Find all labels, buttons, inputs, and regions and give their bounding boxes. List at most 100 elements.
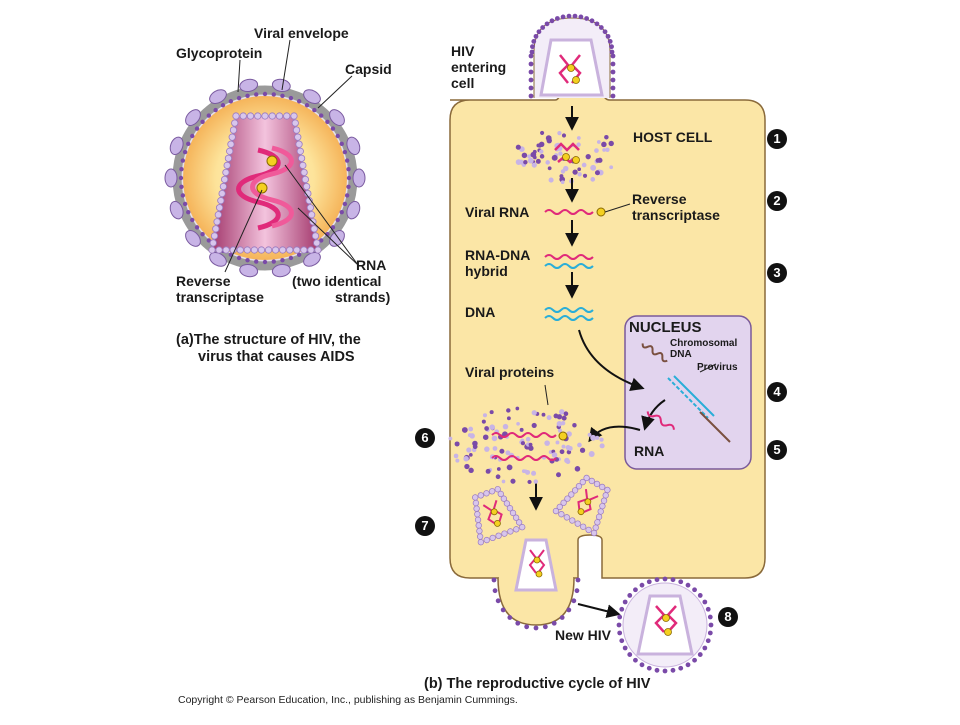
nucleus-label: NUCLEUS [629, 319, 702, 336]
particle [461, 427, 468, 433]
particle [535, 158, 541, 164]
glycoprotein-knob [185, 109, 201, 126]
glycoprotein-knob [346, 136, 361, 156]
hiv-entering-label-1: HIV [451, 43, 475, 59]
glycoprotein-knob [169, 136, 184, 156]
particle [515, 144, 521, 150]
particle [563, 411, 569, 416]
membrane-protein [662, 576, 668, 582]
envelope-protein [319, 238, 324, 243]
dna-strand-2 [544, 315, 594, 321]
glycoprotein-knob [164, 168, 178, 188]
panel-a-leader-lines [224, 39, 359, 273]
envelope-protein [220, 103, 226, 108]
envelope-protein [236, 95, 242, 101]
membrane-protein [605, 33, 611, 39]
particle [572, 169, 578, 175]
capsid-protein [313, 239, 321, 247]
membrane-protein [616, 622, 622, 628]
capsid-protein [231, 119, 239, 127]
membrane-protein [536, 29, 542, 35]
capsid-protein [223, 161, 231, 169]
membrane-protein [702, 645, 708, 651]
particle [596, 140, 601, 144]
capsid-protein [264, 246, 273, 254]
hiv-entering-label-3: cell [451, 75, 475, 91]
membrane-protein [692, 657, 697, 663]
glycoprotein-label: Glycoprotein [176, 45, 263, 61]
capsid-protein [208, 246, 216, 254]
viral-rna-label: Viral RNA [465, 204, 530, 220]
rna-strand-b [250, 145, 294, 229]
particle [560, 180, 565, 185]
membrane-protein [617, 614, 623, 620]
particle [590, 164, 597, 171]
membrane-protein [566, 607, 572, 613]
membrane-protein [692, 587, 697, 593]
particle [608, 140, 614, 147]
membrane-protein [670, 577, 676, 583]
particle [556, 414, 563, 420]
membrane-protein [662, 668, 668, 674]
particle [510, 478, 516, 484]
capsid-protein [212, 225, 220, 233]
membrane-protein [627, 593, 633, 598]
envelope-protein [280, 93, 285, 99]
assembling-capsid [552, 474, 611, 537]
particle [577, 167, 582, 172]
particle [539, 154, 545, 159]
membrane-protein [622, 599, 628, 605]
particle [523, 160, 528, 165]
membrane-protein [607, 38, 613, 44]
membrane-protein [670, 667, 676, 673]
envelope-protein [330, 126, 336, 131]
membrane-protein [533, 33, 539, 39]
envelope-protein [186, 209, 191, 215]
envelope-protein [335, 133, 340, 139]
capsid-protein [214, 211, 222, 219]
new-hiv-label: New HIV [555, 627, 612, 643]
particle [588, 451, 595, 458]
particle [506, 416, 511, 421]
membrane-protein [610, 69, 616, 75]
particle [566, 431, 572, 437]
membrane-protein [685, 582, 691, 588]
membrane-protein [610, 85, 616, 91]
hybrid-rna-strand [544, 254, 594, 260]
envelope-protein [271, 92, 276, 97]
particle [469, 453, 473, 457]
rna-strand-a [236, 147, 281, 231]
particle [546, 137, 552, 144]
particle [531, 422, 537, 429]
provirus-leader [699, 363, 717, 373]
membrane-protein [610, 77, 616, 83]
envelope-protein [312, 107, 317, 113]
particle [585, 154, 591, 160]
particle [567, 445, 573, 451]
particle [527, 154, 532, 159]
glycoprotein-knob [329, 109, 345, 126]
membrane-protein [515, 620, 521, 626]
envelope-protein [206, 238, 211, 243]
particle [484, 446, 490, 452]
envelope-protein [236, 255, 242, 261]
capsid-protein [293, 246, 301, 254]
particle [594, 170, 600, 176]
envelope-protein [206, 113, 211, 118]
envelope-protein [296, 252, 302, 257]
capsid-protein [239, 112, 247, 120]
particle [599, 443, 605, 449]
step-3-marker: 3 [767, 263, 787, 283]
hiv-structure-virion [164, 78, 366, 278]
capsid-protein [299, 161, 307, 169]
particle [463, 456, 469, 462]
particle [495, 474, 501, 480]
envelope-protein [179, 167, 184, 172]
particle [539, 149, 544, 154]
reverse-transcriptase-dot [596, 207, 606, 217]
membrane-protein [610, 53, 616, 59]
particle [519, 427, 524, 432]
membrane-protein [575, 577, 581, 583]
particle [531, 162, 537, 168]
